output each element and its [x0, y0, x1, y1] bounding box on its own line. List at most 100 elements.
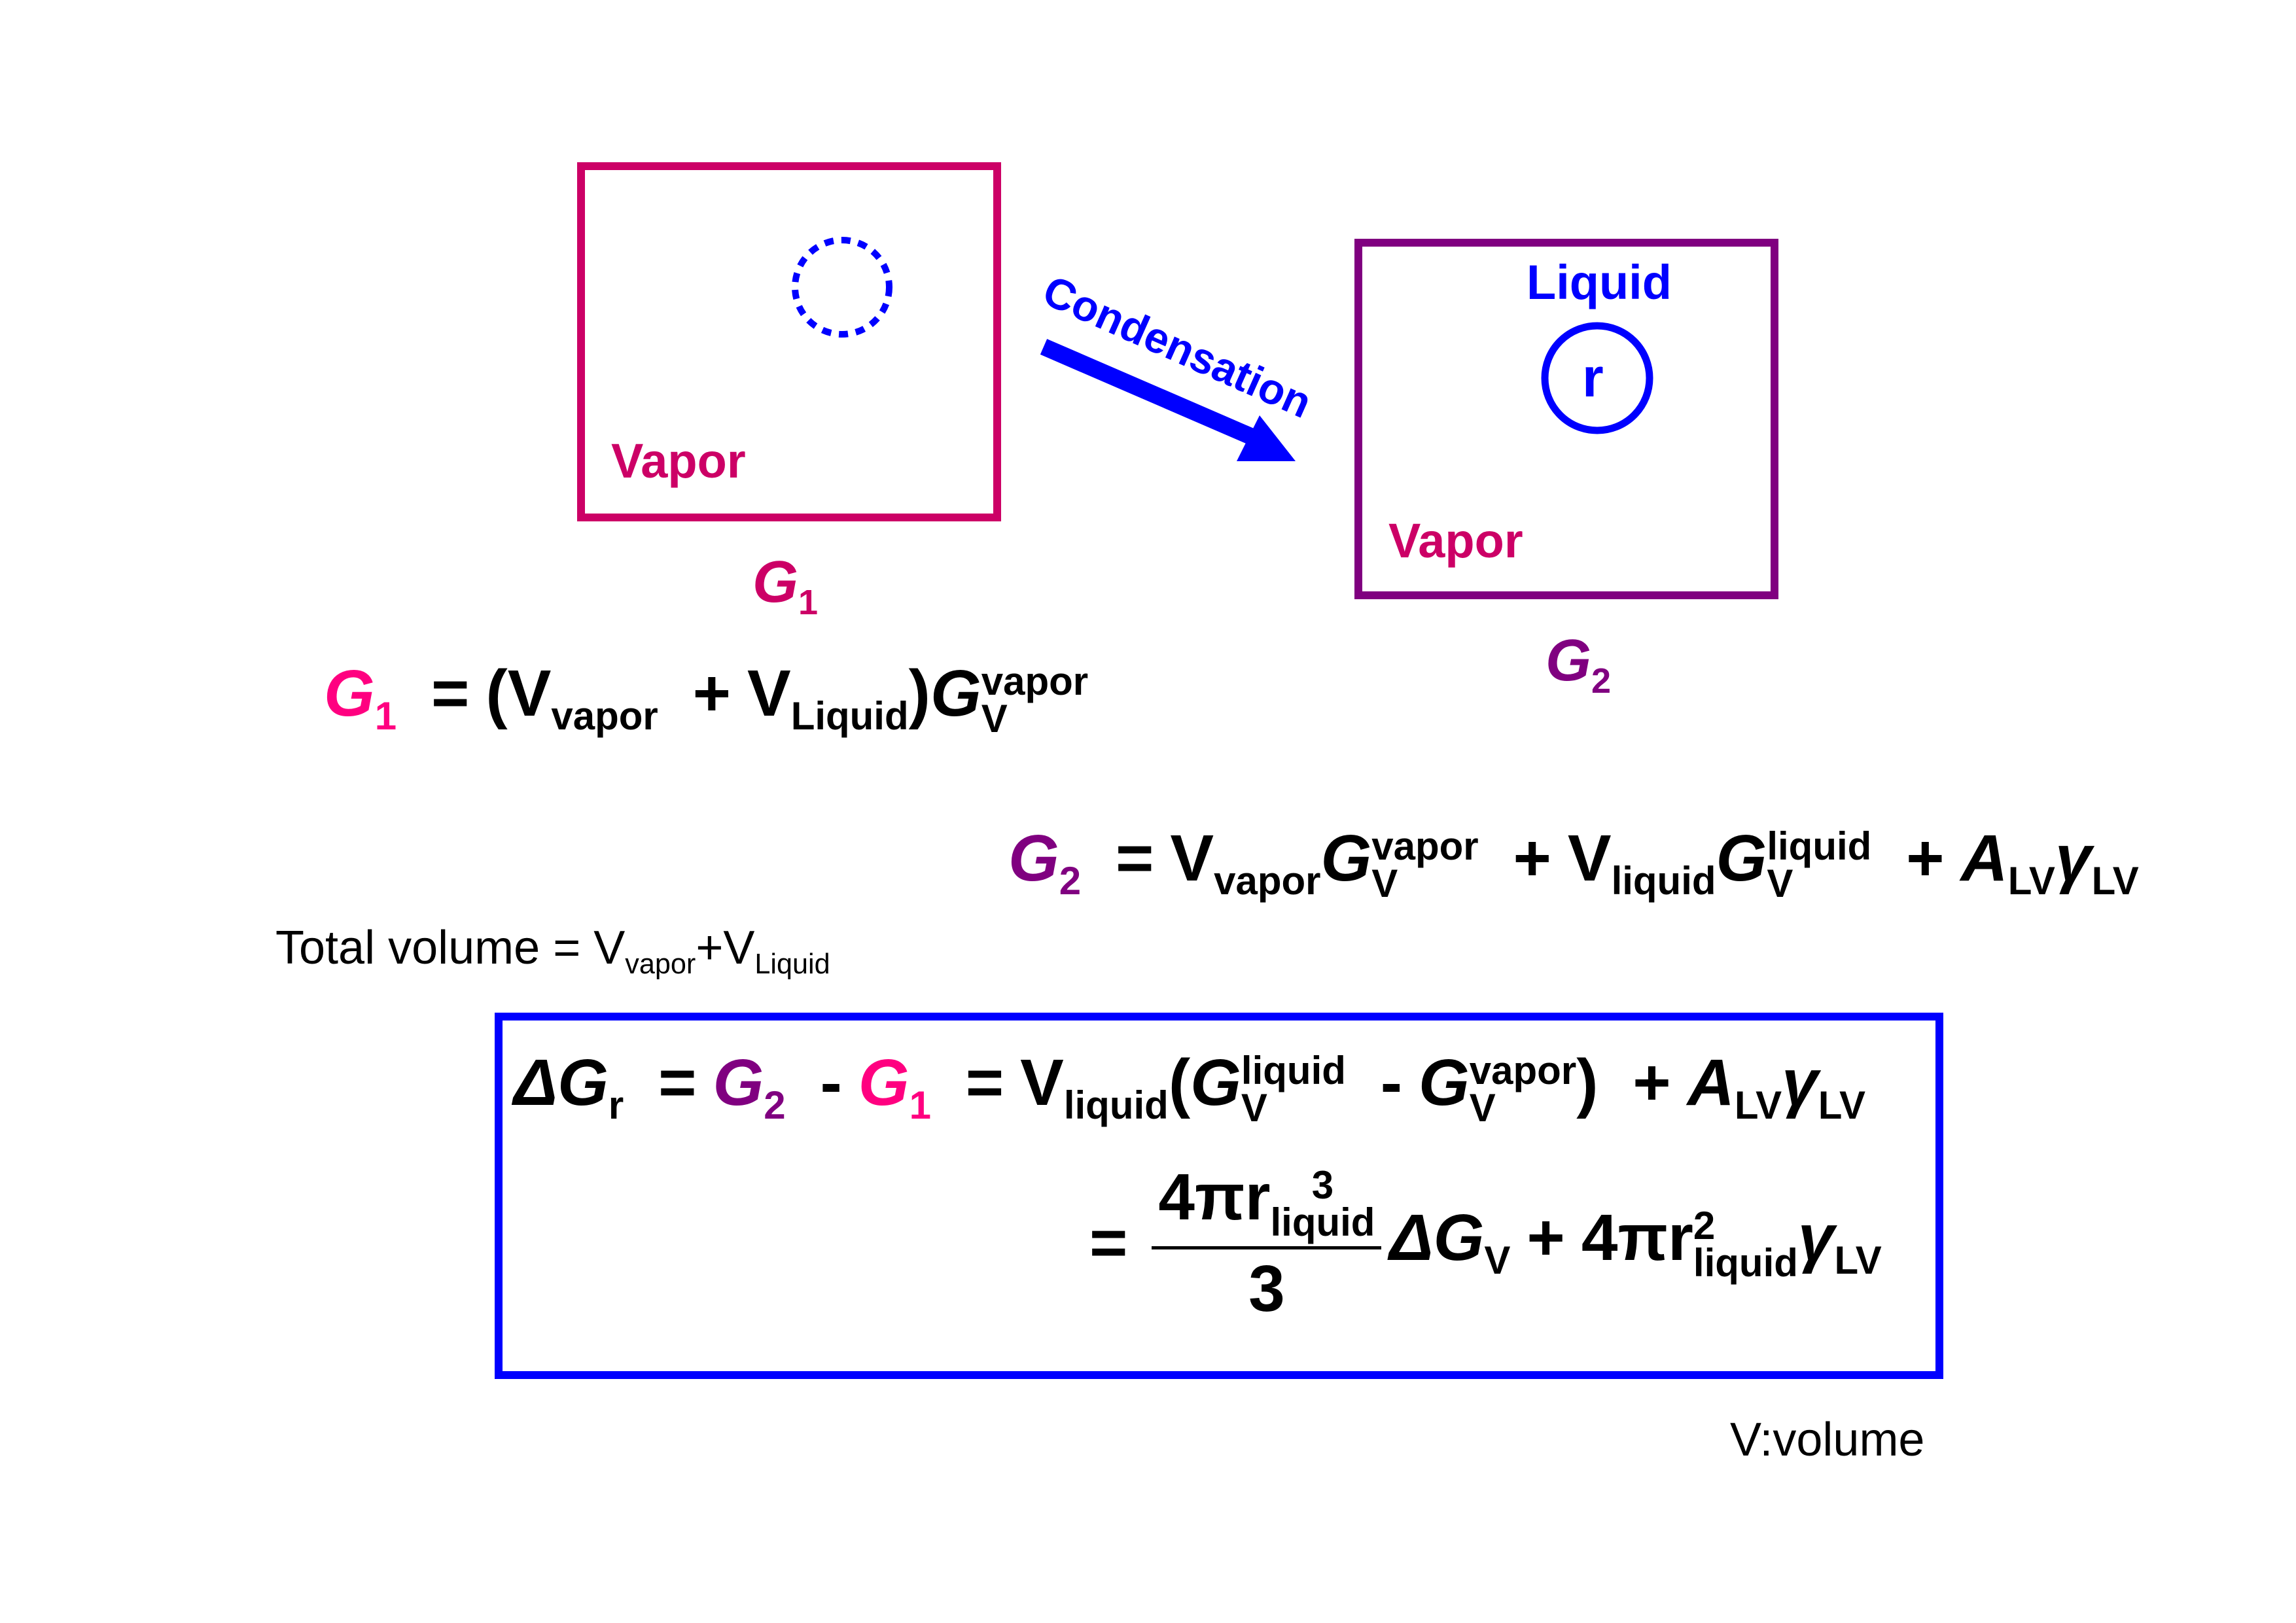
gv-vapor-sup: vapor [1371, 824, 1479, 869]
g1-label: G1 [752, 553, 818, 620]
total-volume-sub2: Liquid [754, 949, 830, 981]
result-box [495, 1013, 1943, 1379]
equals-sign: = [965, 1046, 1004, 1119]
v-vapor: V [1170, 822, 1214, 895]
g2-subscript: 2 [1591, 661, 1612, 701]
volume-note: V:volume [1730, 1414, 1925, 1466]
g2-sub: 2 [764, 1083, 786, 1127]
area-symbol: A [1960, 822, 2008, 895]
total-volume-note: Total volume = Vvapor+VLiquid [275, 921, 830, 981]
gv-liquid-sup: liquid [1241, 1049, 1346, 1093]
plus-sign: + [1633, 1046, 1671, 1119]
open-paren: ( [486, 657, 508, 730]
delta-g: ΔG [514, 1046, 609, 1119]
r-cubed: 3 [1311, 1163, 1334, 1208]
gv-liquid: G [1716, 822, 1767, 895]
g2-label: G2 [1545, 631, 1611, 699]
v-vapor: V [507, 657, 552, 730]
gv-sup: vapor [981, 659, 1089, 704]
gv-vapor-sub: V [1371, 862, 1398, 906]
area-sub: LV [1734, 1083, 1782, 1127]
close-paren: ) [908, 657, 930, 730]
r-sub: liquid [1693, 1240, 1798, 1285]
gv-liquid: G [1190, 1046, 1241, 1119]
minus-sign: - [820, 1046, 842, 1119]
g1-symbol: G [752, 550, 799, 615]
open-paren: ( [1168, 1046, 1191, 1119]
gv-liquid-sub: V [1241, 1086, 1267, 1130]
g2-subscript: 2 [1059, 859, 1082, 903]
v-liquid-sub: Liquid [790, 694, 909, 738]
g1-subscript: 1 [374, 694, 397, 738]
state1-vapor-box [577, 162, 1001, 521]
equals-sign: = [658, 1046, 697, 1119]
plus-sign: + [1527, 1200, 1565, 1274]
g2-symbol: G [1008, 822, 1059, 895]
total-volume-text: Total volume = V [275, 922, 626, 974]
gv-liquid-sup: liquid [1767, 824, 1872, 869]
equals-sign: = [431, 657, 470, 730]
g2-symbol: G [713, 1046, 764, 1119]
r-sub: liquid [1270, 1200, 1375, 1245]
gamma-sub: LV [2091, 859, 2139, 903]
v-vapor-sub: vapor [551, 694, 658, 738]
close-paren: ) [1576, 1046, 1598, 1119]
total-volume-plus: +V [696, 922, 755, 974]
g1-symbol: G [858, 1046, 910, 1119]
equals-sign: = [1115, 822, 1154, 895]
liquid-droplet-circle [1541, 322, 1653, 434]
plus-sign: + [1513, 822, 1551, 895]
area-sub: LV [2007, 859, 2055, 903]
delta-gv: ΔG [1389, 1200, 1485, 1274]
total-volume-sub1: vapor [625, 949, 696, 981]
gamma-sub: LV [1834, 1238, 1882, 1282]
state1-vapor-label: Vapor [611, 434, 746, 488]
state2-box [1354, 239, 1778, 599]
v-liquid-sub: liquid [1063, 1083, 1169, 1127]
liquid-label: Liquid [1527, 255, 1672, 309]
g1-subscript: 1 [798, 582, 819, 622]
gv-vapor: G [1419, 1046, 1470, 1119]
g1-sub: 1 [909, 1083, 931, 1127]
gv-vapor-sub: V [1469, 1086, 1496, 1130]
r-squared: 2 [1693, 1203, 1716, 1248]
gamma-symbol: γ [1797, 1200, 1835, 1274]
g2-symbol: G [1545, 628, 1592, 693]
nucleus-dotted-circle [792, 237, 892, 338]
v-vapor-sub: vapor [1214, 859, 1321, 903]
gamma-sub: LV [1818, 1083, 1865, 1127]
radius-label: r [1582, 347, 1604, 408]
gv-liquid-sub: V [1767, 862, 1793, 906]
area-symbol: A [1687, 1046, 1735, 1119]
gv-symbol: G [930, 657, 981, 730]
g1-symbol: G [324, 657, 375, 730]
equals-sign: = [1089, 1206, 1128, 1280]
v-liquid: V [1567, 822, 1612, 895]
plus-sign: + [692, 657, 731, 730]
fraction-denominator: 3 [1248, 1252, 1285, 1326]
four-pi-r: 4πr [1581, 1200, 1693, 1274]
v-liquid: V [747, 657, 791, 730]
state2-vapor-label: Vapor [1388, 514, 1523, 568]
minus-sign: - [1380, 1046, 1402, 1119]
gv-vapor: G [1320, 822, 1372, 895]
gamma-symbol: γ [2055, 822, 2092, 895]
delta-g-sub: r [608, 1083, 624, 1127]
gv-sub: V [981, 697, 1008, 741]
condensation-arrow-icon [1040, 339, 1296, 461]
v-liquid-sub: liquid [1611, 859, 1716, 903]
